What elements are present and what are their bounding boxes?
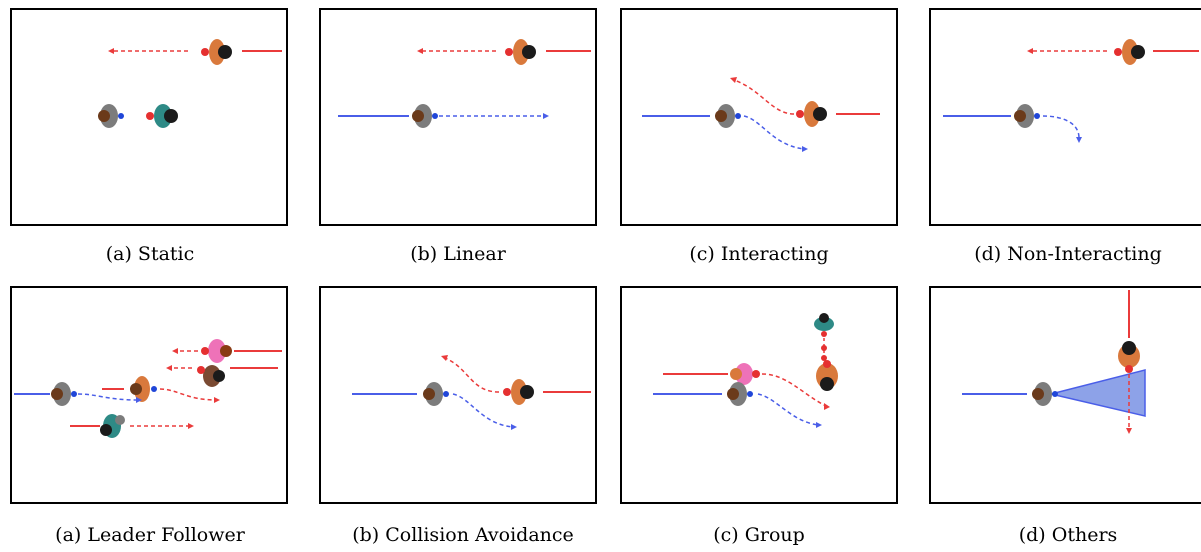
pedestrian-topdown-icon [1014, 104, 1040, 128]
field-of-view-cone-icon [1050, 369, 1146, 417]
pedestrian-topdown-icon [197, 365, 225, 387]
panel-others [929, 286, 1201, 504]
pedestrian-topdown-icon [201, 39, 232, 65]
caption-linear: (b) Linear [410, 243, 506, 265]
pedestrian-topdown-icon [730, 363, 760, 385]
pedestrian-topdown-icon [1118, 341, 1140, 373]
pedestrian-topdown-icon [814, 313, 834, 337]
panel-interacting [620, 8, 898, 226]
pedestrian-topdown-icon [505, 39, 536, 65]
panel-non-interacting [929, 8, 1201, 226]
red-walker-trajectory [1027, 48, 1199, 54]
pedestrian-topdown-icon [130, 376, 157, 402]
non-interacting-scene [943, 39, 1199, 143]
red-walker-trajectory [108, 48, 282, 54]
panel-static [10, 8, 288, 226]
linear-scene [338, 39, 591, 128]
panel-leader-follower [10, 286, 288, 504]
panel-group [620, 286, 898, 504]
pedestrian-topdown-icon [423, 382, 449, 406]
caption-leader-follower: (a) Leader Follower [55, 524, 245, 546]
pedestrian-topdown-icon [412, 104, 438, 128]
caption-static: (a) Static [105, 243, 195, 265]
group-scene [653, 313, 838, 428]
pedestrian-topdown-icon [98, 104, 124, 128]
blue-walker-trajectory [642, 115, 808, 152]
leader-follower-scene [14, 339, 282, 438]
caption-interacting: (c) Interacting [689, 243, 829, 265]
others-scene [962, 290, 1146, 434]
pedestrian-topdown-icon [503, 379, 534, 405]
static-scene [98, 39, 282, 128]
pedestrian-topdown-icon [201, 339, 232, 363]
caption-others: (d) Others [1018, 524, 1118, 546]
panel-linear [319, 8, 597, 226]
pedestrian-topdown-icon [816, 360, 838, 391]
pedestrian-topdown-icon [796, 101, 827, 127]
blue-walker-trajectory [943, 115, 1082, 143]
pedestrian-topdown-icon [146, 104, 178, 128]
pedestrian-topdown-icon [1114, 39, 1145, 65]
pedestrian-topdown-icon [100, 414, 125, 438]
caption-collision-avoidance: (b) Collision Avoidance [352, 524, 574, 546]
red-walker-trajectory [417, 48, 591, 54]
pedestrian-topdown-icon [727, 382, 753, 406]
pedestrian-topdown-icon [1032, 382, 1058, 406]
caption-non-interacting: (d) Non-Interacting [974, 243, 1162, 265]
panel-collision-avoidance [319, 286, 597, 504]
collision-avoidance-scene [352, 355, 591, 430]
interacting-scene [642, 77, 880, 152]
caption-group: (c) Group [713, 524, 805, 546]
pedestrian-topdown-icon [51, 382, 77, 406]
red-walker-trajectory [730, 77, 880, 115]
pedestrian-topdown-icon [715, 104, 741, 128]
blue-walker-trajectory [338, 113, 549, 119]
